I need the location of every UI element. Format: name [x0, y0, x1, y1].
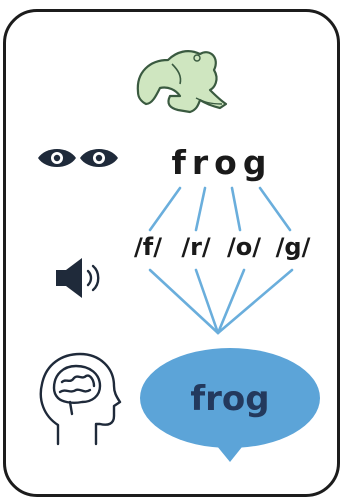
- connector-line: [230, 186, 242, 232]
- letter-to-phoneme-lines: [148, 186, 292, 232]
- phoneme-label: /g/: [276, 233, 311, 261]
- connector-line: [216, 268, 294, 335]
- connector-line: [216, 268, 246, 335]
- phoneme-label: /f/: [134, 233, 162, 261]
- speaker-icon: [56, 258, 100, 298]
- bubble-word-label: frog: [190, 379, 269, 419]
- frog-icon: [136, 50, 228, 114]
- connector-line: [258, 186, 292, 232]
- phoneme-label: /o/: [227, 233, 261, 261]
- speech-bubble-icon: [140, 348, 320, 462]
- head-brain-icon: [39, 352, 122, 446]
- connector-line: [194, 186, 207, 232]
- connector-line: [148, 268, 220, 335]
- connector-line: [148, 186, 182, 232]
- eyes-icon: [38, 149, 118, 167]
- phoneme-to-bubble-lines: [148, 268, 294, 335]
- connector-line: [194, 268, 220, 335]
- phoneme-label: /r/: [181, 233, 211, 261]
- word-label: frog: [172, 143, 273, 182]
